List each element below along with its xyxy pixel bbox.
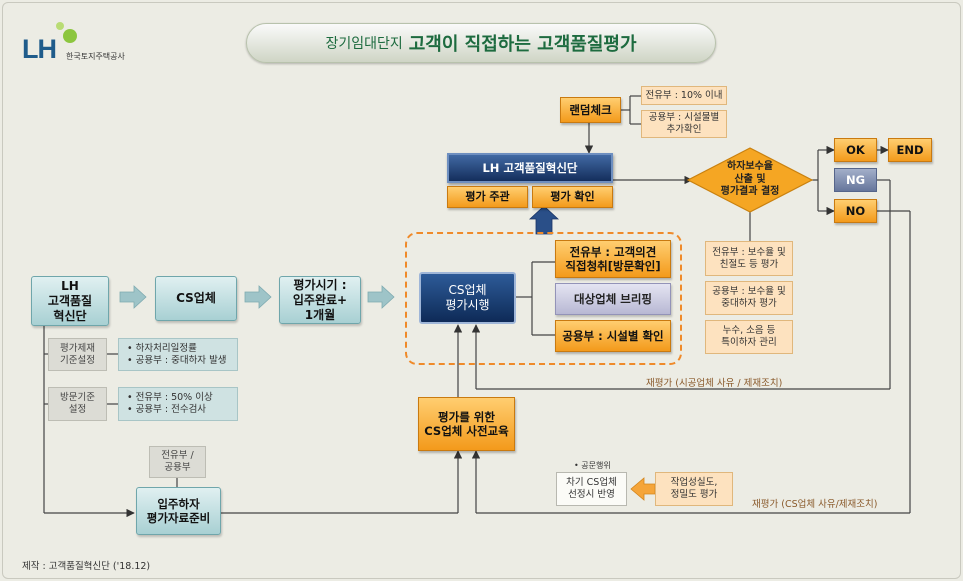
logo-brand: LH <box>22 34 57 64</box>
lh-team-box: LH 고객품질 혁신단 <box>31 276 109 326</box>
sub1-bullet-1: • 하자처리일정률 <box>127 342 197 354</box>
no-box: NO <box>834 199 877 223</box>
logo-dot-large <box>63 29 77 43</box>
confirm-box: 평가 확인 <box>532 186 613 208</box>
special-defect-box: 누수, 소음 등 특이하자 관리 <box>705 320 793 354</box>
sub1-bullets-box: • 하자처리일정률 • 공용부 : 중대하자 발생 <box>118 338 238 371</box>
random-check-box: 랜덤체크 <box>560 97 621 123</box>
arrow-3 <box>367 285 395 309</box>
sub2-title-box: 방문기준 설정 <box>48 387 107 421</box>
orange-arrow <box>630 477 656 501</box>
sub2-bullet-1: • 전유부 : 50% 이상 <box>127 392 213 404</box>
ok-box: OK <box>834 138 877 162</box>
prep-box: 입주하자 평가자료준비 <box>136 487 221 535</box>
cs-eval-region <box>405 232 682 365</box>
title-main: 고객이 직접하는 고객품질평가 <box>408 34 637 55</box>
end-box: END <box>888 138 932 162</box>
work-eval-box: 작업성실도, 정밀도 평가 <box>655 472 733 506</box>
cs-eval-box: CS업체 평가시행 <box>419 272 516 324</box>
random-common-box: 공용부 : 시설물별 추가확인 <box>641 110 727 138</box>
reeval-cs-note: 재평가 (CS업체 사유/제재조치) <box>752 499 878 510</box>
eval-time-box: 평가시기 : 입주완료+ 1개월 <box>279 276 361 324</box>
sub2-bullet-2: • 공용부 : 전수검사 <box>127 404 207 415</box>
next-cs-box: 차기 CS업체 선정시 반영 <box>556 472 627 506</box>
up-arrow <box>528 205 560 235</box>
briefing-item-box: 대상업체 브리핑 <box>555 283 671 315</box>
sub1-bullet-2: • 공용부 : 중대하자 발생 <box>127 354 227 366</box>
sub2-bullets-box: • 전유부 : 50% 이상 • 공용부 : 전수검사 <box>118 387 238 421</box>
reeval-contractor-note: 재평가 (시공업체 사유 / 제재조치) <box>646 378 783 389</box>
public-note: • 공문행위 <box>574 461 611 470</box>
private-item-box: 전유부 : 고객의견 직접청취[방문확인] <box>555 240 671 278</box>
arrow-1 <box>119 285 147 309</box>
scope-box: 전유부 / 공용부 <box>149 446 206 478</box>
arrow-2 <box>244 285 272 309</box>
decision-diamond-shape <box>686 147 814 213</box>
result-private-box: 전유부 : 보수율 및 친절도 등 평가 <box>705 241 793 276</box>
cs-company-box: CS업체 <box>155 276 237 321</box>
title-prefix: 장기임대단지 <box>325 36 403 52</box>
host-box: 평가 주관 <box>447 186 528 208</box>
common-item-box: 공용부 : 시설별 확인 <box>555 320 671 352</box>
ng-box: NG <box>834 168 877 192</box>
random-private-box: 전유부 : 10% 이내 <box>641 86 727 105</box>
logo-dot-small <box>56 22 64 30</box>
decision-label: 하자보수율 산출 및 평가결과 결정 <box>720 161 780 198</box>
result-common-box: 공용부 : 보수율 및 중대하자 평가 <box>705 281 793 315</box>
training-box: 평가를 위한 CS업체 사전교육 <box>418 397 515 451</box>
credit: 제작 : 고객품질혁신단 ('18.12) <box>22 561 151 572</box>
sub1-title-box: 평가제재 기준설정 <box>48 338 107 371</box>
logo-org-name: 한국토지주택공사 <box>66 52 125 61</box>
lh-center-box: LH 고객품질혁신단 <box>447 153 613 183</box>
page-title: 장기임대단지 고객이 직접하는 고객품질평가 <box>246 23 716 63</box>
